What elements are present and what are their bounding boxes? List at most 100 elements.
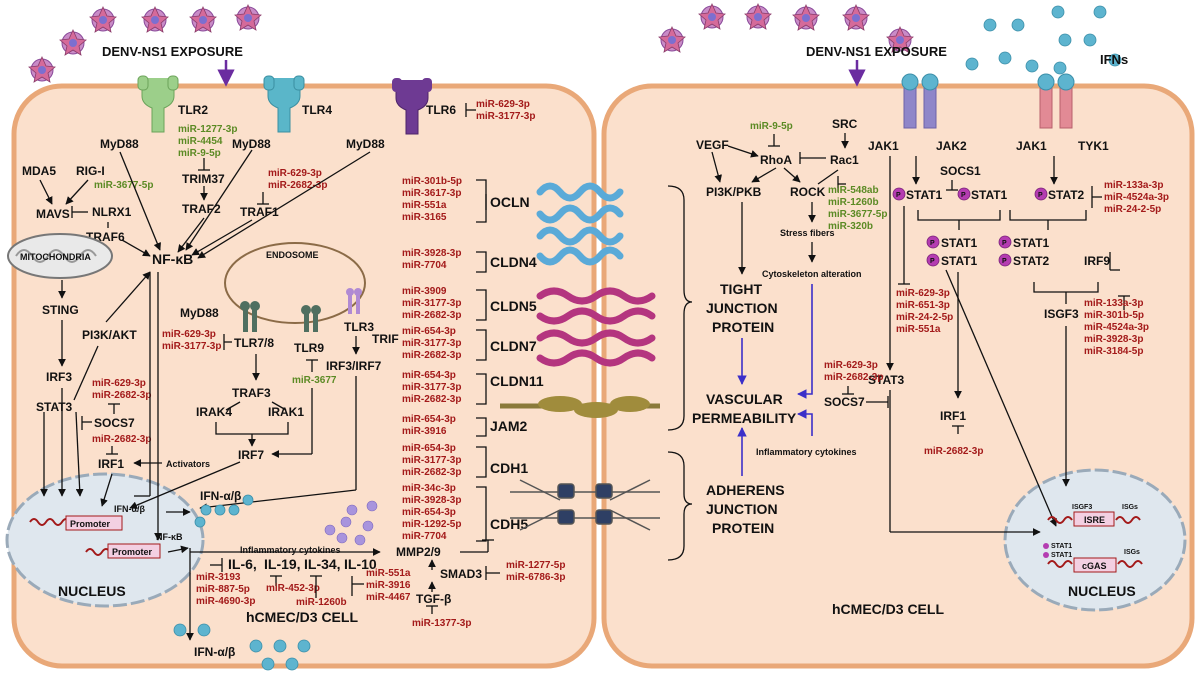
mir-tlr6-2: miR-3177-3p (476, 111, 535, 122)
svg-text:miR-3177-3p: miR-3177-3p (402, 298, 461, 309)
irf9: IRF9 (1084, 254, 1110, 268)
svg-text:P: P (1038, 192, 1043, 199)
tlr6-receptor (392, 78, 432, 135)
tlr9-receptor (301, 305, 321, 332)
cdh5: CDH5 (490, 516, 528, 532)
traf2: TRAF2 (182, 202, 221, 216)
rac1: Rac1 (830, 153, 859, 167)
mir-il6-3: miR-4690-3p (196, 596, 255, 607)
il10: IL-10 (344, 556, 377, 572)
isgf3-gene: ISGF3 (1072, 504, 1092, 511)
jak-receptor-1 (901, 73, 939, 129)
mir-il10-1: miR-551a (366, 568, 411, 579)
mir-stat2-3: miR-24-2-5p (1104, 204, 1161, 215)
svg-text:miR-2682-3p: miR-2682-3p (402, 394, 461, 405)
mitochondria-label: MITOCHONDRIA (20, 252, 91, 262)
irf3-irf7: IRF3/IRF7 (326, 359, 382, 373)
jam2-group: miR-654-3p miR-3916 JAM2 (402, 414, 528, 437)
mir-irf9-4: miR-3928-3p (1084, 334, 1143, 345)
svg-text:miR-3916: miR-3916 (402, 426, 447, 437)
mir-smad3-2: miR-6786-3p (506, 572, 565, 583)
tight-label-3: PROTEIN (712, 319, 774, 335)
smad3: SMAD3 (440, 567, 482, 581)
cldn7-group: miR-654-3p miR-3177-3p miR-2682-3p CLDN7 (402, 326, 537, 361)
jam2: JAM2 (490, 418, 528, 434)
tight-label-2: JUNCTION (706, 300, 778, 316)
svg-text:miR-654-3p: miR-654-3p (402, 443, 456, 454)
svg-text:miR-654-3p: miR-654-3p (402, 507, 456, 518)
ocln: OCLN (490, 194, 530, 210)
mir-stat1-1: miR-629-3p (896, 288, 950, 299)
isre: ISRE (1084, 515, 1105, 525)
myd88-4: MyD88 (180, 306, 219, 320)
isgs-1: ISGs (1122, 504, 1138, 511)
cldn4: CLDN4 (490, 254, 537, 270)
mir-stat1-3: miR-24-2-5p (896, 312, 953, 323)
rhoa: RhoA (760, 153, 792, 167)
promoter-2: Promoter (85, 543, 161, 559)
svg-text:P: P (961, 192, 966, 199)
mir-il10-2: miR-3916 (366, 580, 411, 591)
socs1: SOCS1 (940, 164, 981, 178)
stat1-b: STAT1 (971, 188, 1008, 202)
svg-text:miR-34c-3p: miR-34c-3p (402, 483, 456, 494)
myd88-3: MyD88 (346, 137, 385, 151)
cdh5-group: miR-34c-3p miR-3928-3p miR-654-3p miR-12… (402, 483, 528, 542)
traf3: TRAF3 (232, 386, 271, 400)
mmp2-9: MMP2/9 (396, 545, 441, 559)
mir-traf1-1: miR-629-3p (268, 168, 322, 179)
dimer2-stat2: STAT2 (1013, 254, 1050, 268)
mir-tlr2-1: miR-1277-3p (178, 124, 237, 135)
ifnab-secreted: IFN-α/β (200, 489, 241, 503)
ifnab-gene: IFN-α/β (114, 504, 146, 514)
mir-irf9-1: miR-133a-3p (1084, 298, 1143, 309)
adherens-bracket (667, 451, 693, 561)
cldn11: CLDN11 (490, 373, 544, 389)
vegf: VEGF (696, 138, 729, 152)
ifn-particles-bottom (173, 623, 311, 671)
tlr9: TLR9 (294, 341, 324, 355)
nfkb-node: NF-κB (152, 251, 193, 267)
tlr3-receptor (346, 288, 362, 314)
cldn5: CLDN5 (490, 298, 537, 314)
socs7-right: SOCS7 (824, 395, 865, 409)
svg-text:P: P (1002, 258, 1007, 265)
jak1-b: JAK1 (1016, 139, 1047, 153)
cldn11-group: miR-654-3p miR-3177-3p miR-2682-3p CLDN1… (402, 370, 544, 405)
irak4: IRAK4 (196, 405, 232, 419)
svg-text:miR-3928-3p: miR-3928-3p (402, 248, 461, 259)
jak1-a: JAK1 (868, 139, 899, 153)
tyk1: TYK1 (1078, 139, 1109, 153)
mir-traf1-2: miR-2682-3p (268, 180, 327, 191)
tight-bracket (667, 185, 693, 431)
svg-text:miR-654-3p: miR-654-3p (402, 326, 456, 337)
ifn-particles-left (194, 494, 254, 528)
tlr4-receptor (263, 75, 305, 133)
svg-text:miR-3617-3p: miR-3617-3p (402, 188, 461, 199)
adherens-label-3: PROTEIN (712, 520, 774, 536)
vascular-label-1: VASCULAR (706, 391, 783, 407)
dimer1-stat1-b: STAT1 (941, 254, 978, 268)
endosome (224, 242, 366, 324)
cytokine-particles (324, 500, 378, 546)
stat1-gene-2: STAT1 (1051, 552, 1072, 559)
svg-text:miR-3177-3p: miR-3177-3p (402, 382, 461, 393)
svg-text:miR-2682-3p: miR-2682-3p (402, 310, 461, 321)
jak2: JAK2 (936, 139, 967, 153)
traf1: TRAF1 (240, 205, 279, 219)
svg-text:miR-3928-3p: miR-3928-3p (402, 495, 461, 506)
left-cell-title: hCMEC/D3 CELL (246, 609, 358, 625)
mir-irf9-3: miR-4524a-3p (1084, 322, 1149, 333)
mir-tlr2-3: miR-9-5p (178, 148, 221, 159)
src: SRC (832, 117, 858, 131)
mir-stat3-left-2: miR-2682-3p (92, 390, 151, 401)
ifn-particles-top (965, 5, 1122, 75)
right-cell-title: hCMEC/D3 CELL (832, 601, 944, 617)
il6: IL-6, (228, 556, 257, 572)
mir-irf9-2: miR-301b-5p (1084, 310, 1144, 321)
tlr3: TLR3 (344, 320, 374, 334)
stat1-a: STAT1 (906, 188, 943, 202)
tlr6-label: TLR6 (426, 103, 456, 117)
svg-text:miR-2682-3p: miR-2682-3p (402, 467, 461, 478)
